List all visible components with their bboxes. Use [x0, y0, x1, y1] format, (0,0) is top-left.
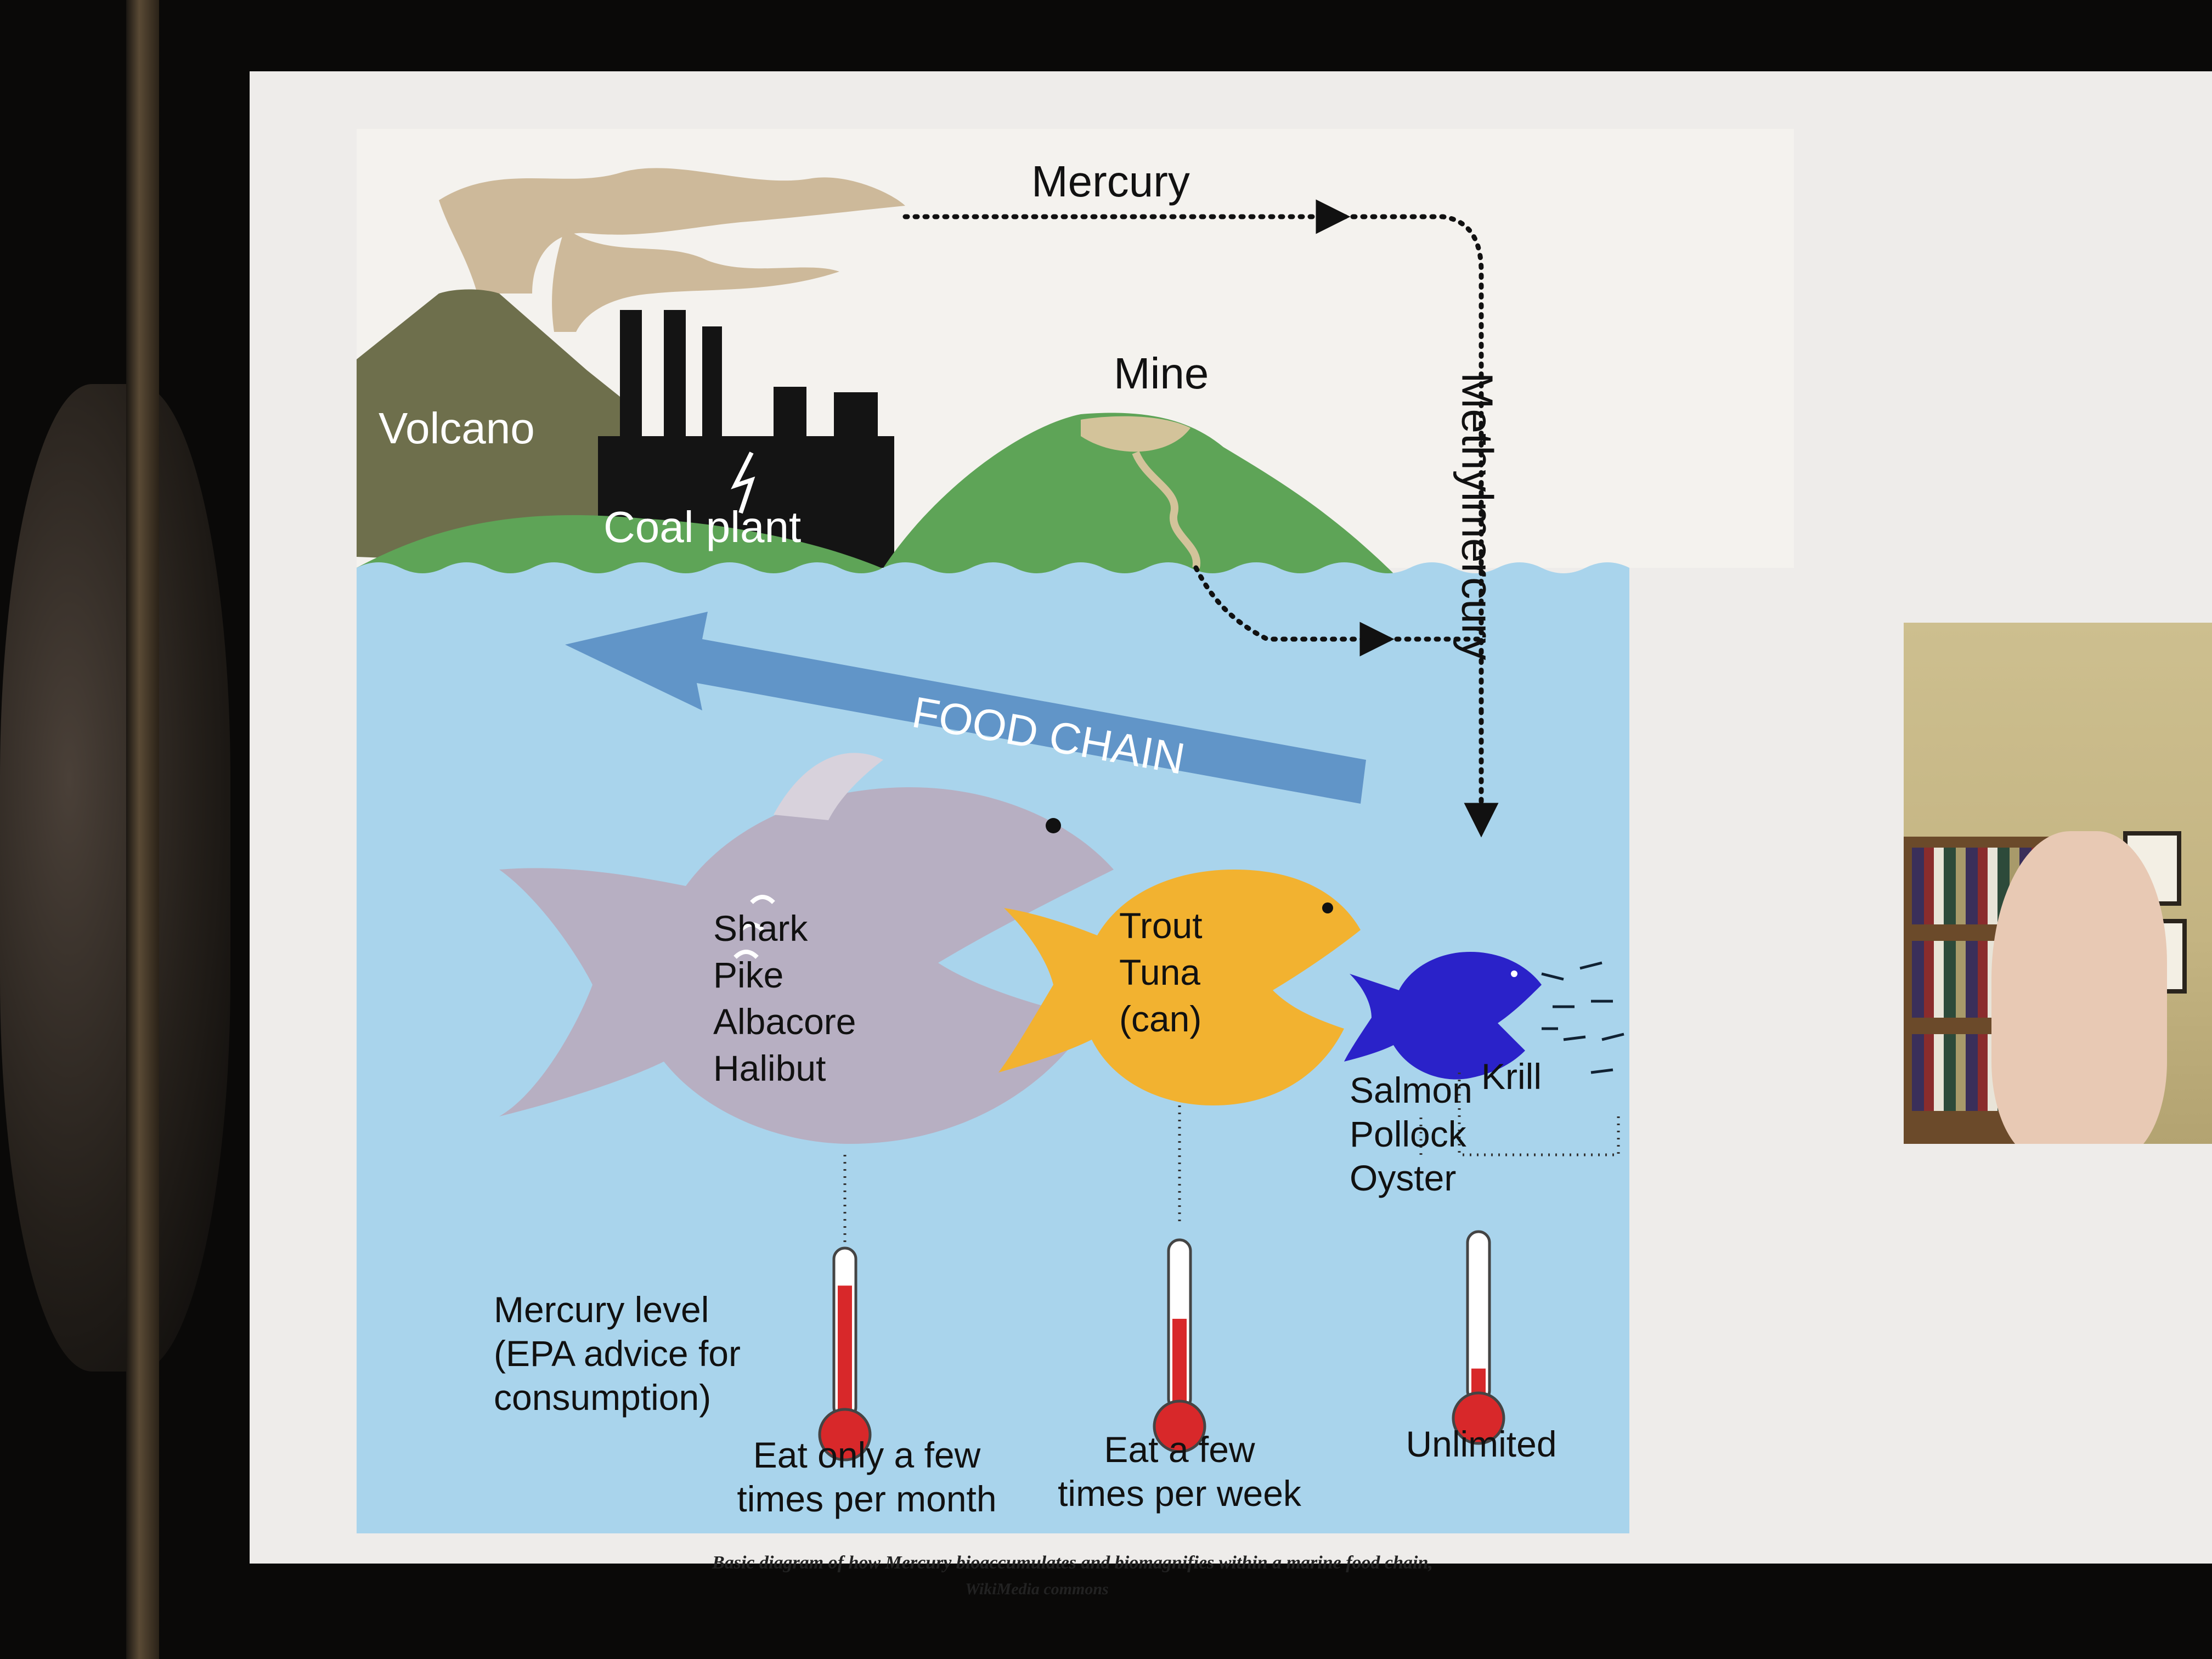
mercury-label: Mercury	[1031, 157, 1190, 206]
methylmercury-label: Methylmercury	[1453, 372, 1502, 661]
mercury-dotted-path	[902, 199, 1499, 838]
small-fish-name-1: Salmon	[1350, 1070, 1472, 1110]
advice-high-line-2: times per month	[737, 1479, 997, 1519]
large-fish	[499, 753, 1114, 1144]
mid-fish	[998, 870, 1361, 1105]
mine-runoff-stream	[1132, 451, 1201, 569]
large-fish-name-1: Shark	[713, 908, 808, 949]
mine-label: Mine	[1114, 349, 1209, 398]
small-fish	[1344, 952, 1542, 1080]
mid-fish-name-3: (can)	[1119, 998, 1202, 1039]
smoke-plume	[439, 168, 905, 332]
background-blur	[0, 384, 230, 1372]
caption-line-2: WikiMedia commons	[965, 1580, 1109, 1598]
monitor-bezel	[126, 0, 159, 1659]
webcam-feed	[1904, 623, 2212, 1144]
mid-fish-name-1: Trout	[1119, 905, 1203, 946]
mine-pit	[1081, 416, 1190, 452]
large-fish-name-4: Halibut	[713, 1048, 826, 1088]
connector-lines	[843, 1073, 1620, 1248]
thermometer-high	[818, 1246, 872, 1462]
thermometer-mid	[1153, 1238, 1206, 1453]
legend-line-1: Mercury level	[494, 1289, 709, 1330]
large-fish-name-2: Pike	[713, 955, 784, 995]
advice-high-line-1: Eat only a few	[753, 1435, 981, 1475]
small-fish-name-2: Pollock	[1350, 1114, 1466, 1154]
advice-mid-line-2: times per week	[1058, 1473, 1301, 1514]
mine-mountain	[883, 413, 1399, 590]
small-fish-name-3: Oyster	[1350, 1158, 1457, 1198]
food-chain-arrow	[565, 612, 1366, 804]
presentation-screen: Mercury Mine Volcano Coal plant Methylme…	[250, 71, 2212, 1573]
mid-fish-name-2: Tuna	[1119, 952, 1200, 992]
advice-mid-line-1: Eat a few	[1104, 1429, 1255, 1470]
volcano-shape	[357, 289, 642, 568]
thermometer-low	[1452, 1230, 1505, 1445]
legend-line-3: consumption)	[494, 1377, 712, 1418]
caption-line-1: Basic diagram of how Mercury bioaccumula…	[712, 1553, 1433, 1573]
advice-low-label: Unlimited	[1406, 1424, 1557, 1464]
mercury-food-chain-diagram: Mercury Mine Volcano Coal plant Methylme…	[357, 129, 1794, 1544]
legend-line-2: (EPA advice for	[494, 1333, 741, 1374]
krill-group	[1541, 961, 1624, 1074]
large-fish-name-3: Albacore	[713, 1001, 856, 1042]
diagram-graphic	[357, 129, 1794, 1533]
krill-label: Krill	[1481, 1056, 1542, 1097]
hand	[1991, 831, 2167, 1144]
volcano-label: Volcano	[379, 404, 535, 453]
coal-plant-label: Coal plant	[603, 503, 802, 551]
